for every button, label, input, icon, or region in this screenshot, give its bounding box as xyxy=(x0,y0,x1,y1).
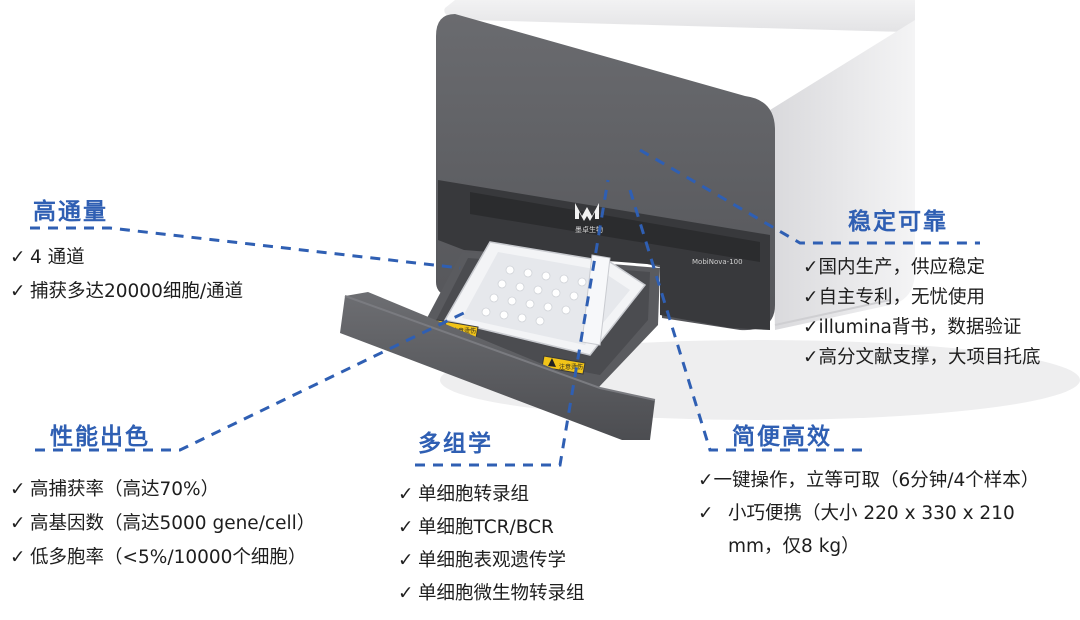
warning-text-right: 注意烫伤 xyxy=(559,363,583,371)
check-icon: ✓ xyxy=(10,281,26,302)
list-item: ✓高分文献支撑，大项目托底 xyxy=(803,347,1041,368)
list-simple: ✓一键操作，立等可取（6分钟/4个样本） ✓小巧便携（大小 220 x 330 … xyxy=(698,464,1039,563)
heading-simple: 简便高效 xyxy=(732,424,832,450)
list-item: ✓单细胞转录组 xyxy=(398,478,585,511)
list-item: ✓捕获多达20000细胞/通道 xyxy=(10,275,243,309)
check-icon: ✓ xyxy=(803,317,819,338)
check-icon: ✓ xyxy=(803,287,819,308)
list-reliable: ✓国内生产，供应稳定 ✓自主专利，无忧使用 ✓illumina背书，数据验证 ✓… xyxy=(803,253,1041,373)
heading-reliable: 稳定可靠 xyxy=(848,209,948,235)
list-item: ✓高捕获率（高达70%） xyxy=(10,473,315,507)
leader-simple xyxy=(628,189,870,452)
list-item: ✓一键操作，立等可取（6分钟/4个样本） xyxy=(698,470,1040,491)
check-icon: ✓ xyxy=(803,257,819,278)
list-item: ✓小巧便携（大小 220 x 330 x 210 xyxy=(698,497,1039,530)
list-item: ✓单细胞表观遗传学 xyxy=(398,544,585,577)
list-item: ✓单细胞微生物转录组 xyxy=(398,577,585,610)
device-model-text: MobiNova-100 xyxy=(692,258,743,266)
check-icon: ✓ xyxy=(398,484,414,505)
warning-sticker-right: 注意烫伤 xyxy=(541,355,586,375)
check-icon: ✓ xyxy=(398,550,414,571)
check-icon: ✓ xyxy=(803,347,819,368)
check-icon: ✓ xyxy=(10,513,26,534)
list-item: ✓自主专利，无忧使用 xyxy=(803,287,986,308)
list-item: ✓国内生产，供应稳定 xyxy=(803,257,986,278)
heading-multiomics: 多组学 xyxy=(418,431,493,457)
check-icon: ✓ xyxy=(398,517,414,538)
device-brand-text: 墨卓生物 xyxy=(575,225,603,234)
check-icon: ✓ xyxy=(698,503,714,524)
heading-performance: 性能出色 xyxy=(50,424,150,450)
check-icon: ✓ xyxy=(10,247,26,268)
check-icon: ✓ xyxy=(10,547,26,568)
device-slot-inner xyxy=(470,192,760,262)
device-logo xyxy=(575,203,599,221)
leader-throughput xyxy=(30,226,461,270)
warning-text-left: 注意烫伤 xyxy=(452,327,476,335)
check-icon: ✓ xyxy=(10,479,26,500)
list-multiomics: ✓单细胞转录组 ✓单细胞TCR/BCR ✓单细胞表观遗传学 ✓单细胞微生物转录组 xyxy=(398,478,585,610)
list-item: ✓高基因数（高达5000 gene/cell） xyxy=(10,507,315,541)
list-performance: ✓高捕获率（高达70%） ✓高基因数（高达5000 gene/cell） ✓低多… xyxy=(10,473,315,575)
chip-cartridge xyxy=(443,241,647,356)
list-item-continuation: mm，仅8 kg） xyxy=(728,536,860,557)
device-top-panel xyxy=(444,0,915,32)
leader-performance xyxy=(35,308,471,452)
leader-multiomics xyxy=(415,179,610,467)
tray-lip-edge xyxy=(344,295,656,401)
heading-throughput: 高通量 xyxy=(33,199,108,225)
device-side-panel xyxy=(770,20,915,330)
device-side-seam xyxy=(774,299,891,326)
list-item: ✓单细胞TCR/BCR xyxy=(398,511,585,544)
list-item: ✓illumina背书，数据验证 xyxy=(803,317,1022,338)
check-icon: ✓ xyxy=(398,583,414,604)
tray-front-lip xyxy=(340,292,655,440)
list-item: ✓4 通道 xyxy=(10,241,243,275)
list-throughput: ✓4 通道 ✓捕获多达20000细胞/通道 xyxy=(10,241,243,309)
check-icon: ✓ xyxy=(698,470,714,491)
list-item: ✓低多胞率（<5%/10000个细胞） xyxy=(10,541,315,575)
leader-reliable xyxy=(639,148,980,245)
